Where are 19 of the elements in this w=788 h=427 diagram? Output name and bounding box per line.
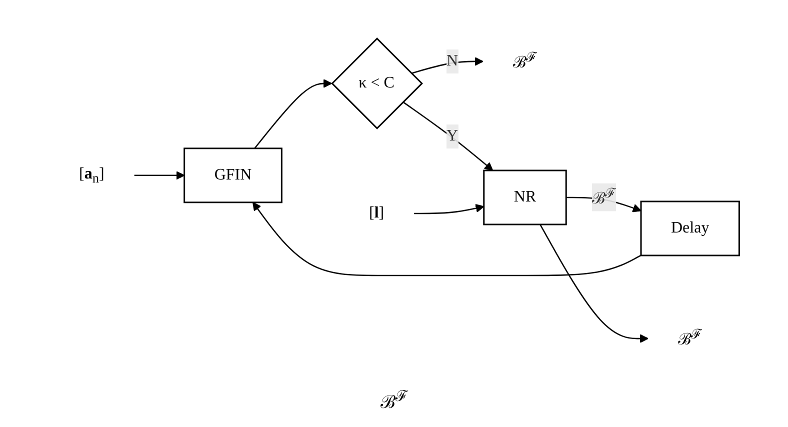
edge-label: N bbox=[446, 52, 458, 69]
node-text: ℬ$^{ℱ}$ bbox=[512, 48, 537, 72]
node-text: [a$_{n}$] bbox=[78, 164, 104, 185]
node-diamond: κ < C bbox=[331, 37, 423, 129]
edge-label: ℬ$^{ℱ}$ bbox=[592, 184, 616, 208]
signal-label: ℬ$^{ℱ}$ bbox=[380, 392, 408, 412]
arrow bbox=[252, 202, 642, 276]
node-box: Delay bbox=[640, 200, 740, 256]
arrow bbox=[254, 78, 332, 148]
arrow bbox=[402, 100, 494, 170]
arrow bbox=[134, 170, 185, 180]
node-text: [l] bbox=[368, 204, 384, 221]
node-box: GFIN bbox=[183, 147, 282, 203]
arrow bbox=[411, 56, 484, 74]
node-text: ℬ$^{ℱ}$ bbox=[678, 326, 702, 348]
arrow bbox=[539, 224, 648, 342]
arrow bbox=[414, 203, 484, 214]
node-box: NR bbox=[483, 169, 567, 225]
edge-label: Y bbox=[446, 127, 458, 144]
